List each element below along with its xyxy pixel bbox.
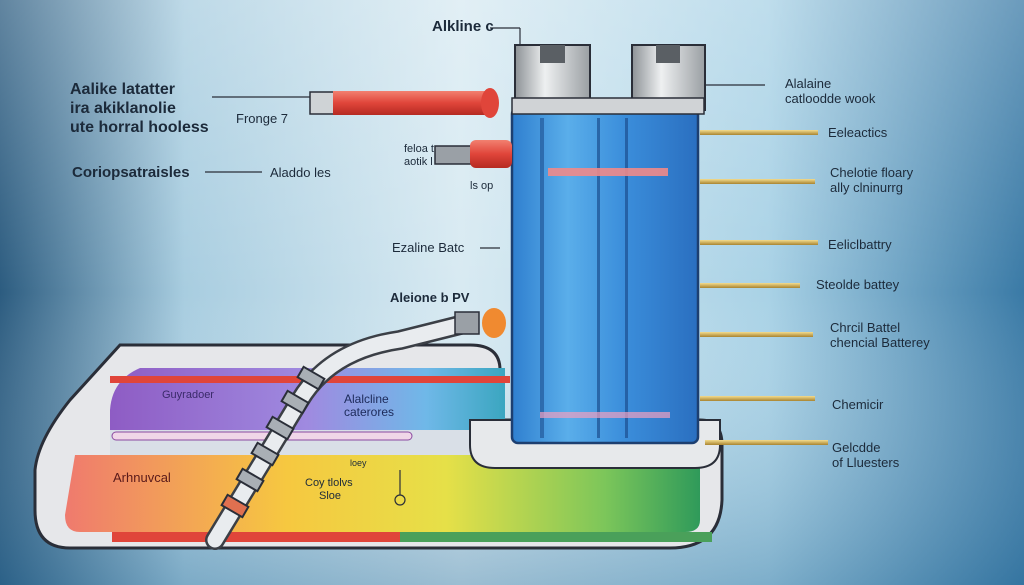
- label-line: Chrcil Battel: [830, 320, 901, 335]
- label-line: feloa t: [404, 143, 434, 155]
- label-block-left: Aalike latatter ira akiklanolie ute horr…: [70, 80, 209, 137]
- label-right-3: Eeliclbattry: [828, 237, 892, 252]
- label-line: Sloe: [319, 490, 342, 502]
- label-valve: feloa t aotik l: [404, 143, 434, 169]
- label-line: Aalike latatter: [70, 81, 175, 98]
- label-corrosion: Coriopsatraisles: [72, 164, 190, 181]
- label-right-5: Chrcil Battel chencial Batterey: [830, 320, 930, 350]
- label-yellow-small: loey: [350, 458, 367, 468]
- label-right-2: Chelotie floary ally clninurrg: [830, 165, 913, 195]
- label-aleione: Aleione b PV: [390, 290, 470, 305]
- label-red-layer: Arhnuvcal: [113, 470, 171, 485]
- label-line: aotik l: [404, 156, 433, 168]
- label-line: ally clninurrg: [830, 180, 903, 195]
- label-yellow-layer: Coy tlolvs Sloe: [305, 477, 353, 503]
- label-line: ira akiklanolie: [70, 100, 176, 117]
- label-line: of Lluesters: [832, 455, 900, 470]
- label-line: Gelcdde: [832, 440, 881, 455]
- battery-cell: [510, 44, 706, 445]
- label-center-layer: Alalcline caterores: [344, 393, 394, 419]
- label-ezaline: Ezaline Batc: [392, 240, 465, 255]
- label-line: Alalcline: [344, 392, 389, 406]
- terminal-rods: [309, 88, 512, 168]
- label-right-4: Steolde battey: [816, 277, 900, 292]
- label-alkline: Alkline c: [432, 18, 494, 35]
- label-line: catloodde wook: [785, 91, 876, 106]
- label-line: Coy tlolvs: [305, 477, 353, 489]
- label-right-7: Gelcdde of Lluesters: [832, 440, 899, 470]
- label-line: chencial Batterey: [830, 335, 930, 350]
- label-purple-layer: Guyradoer: [162, 389, 214, 401]
- label-line: Alalaine: [785, 76, 832, 91]
- label-flange: Fronge 7: [236, 111, 289, 126]
- label-line: Chelotie floary: [830, 165, 914, 180]
- label-valve-bottom: ls op: [470, 180, 494, 192]
- label-line: ute horral hooless: [70, 119, 209, 136]
- hose: [205, 308, 506, 550]
- label-right-1: Eeleactics: [828, 125, 888, 140]
- label-line: caterores: [344, 405, 395, 419]
- lead-wires: [700, 130, 828, 445]
- label-alalaine: Alalaine catloodde wook: [785, 76, 875, 106]
- label-right-6: Chemicir: [832, 397, 884, 412]
- label-aladole: Aladdo les: [270, 165, 331, 180]
